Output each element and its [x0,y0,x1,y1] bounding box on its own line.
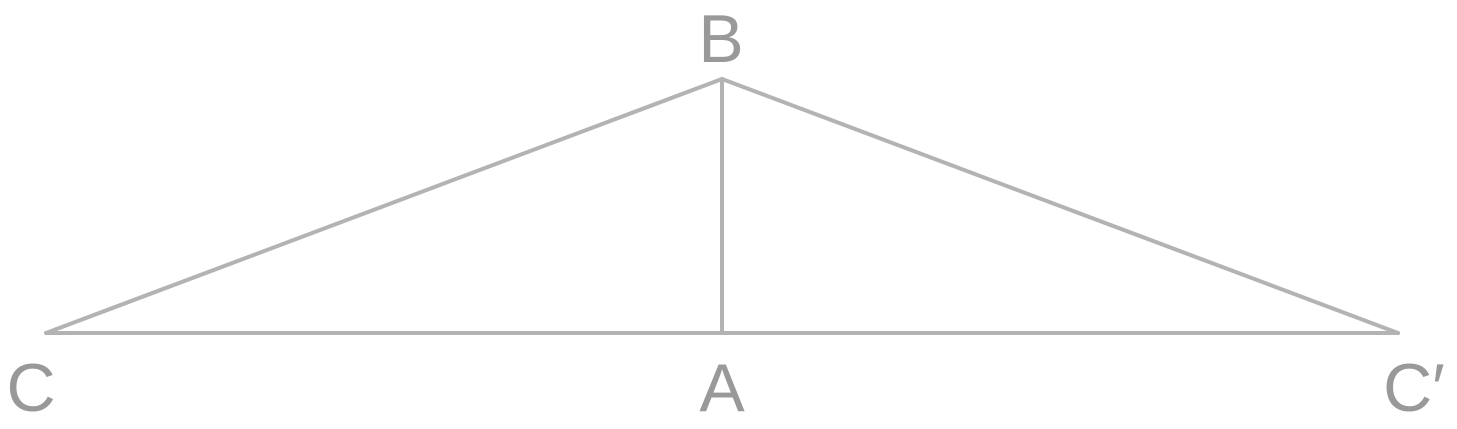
edge-b-c-prime [720,77,1400,335]
edge-c-b [44,77,724,335]
vertex-label-c: C [6,350,55,426]
vertex-label-b: B [698,1,743,77]
vertex-label-a: A [699,350,745,426]
vertex-label-c-prime: C′ [1383,350,1445,426]
